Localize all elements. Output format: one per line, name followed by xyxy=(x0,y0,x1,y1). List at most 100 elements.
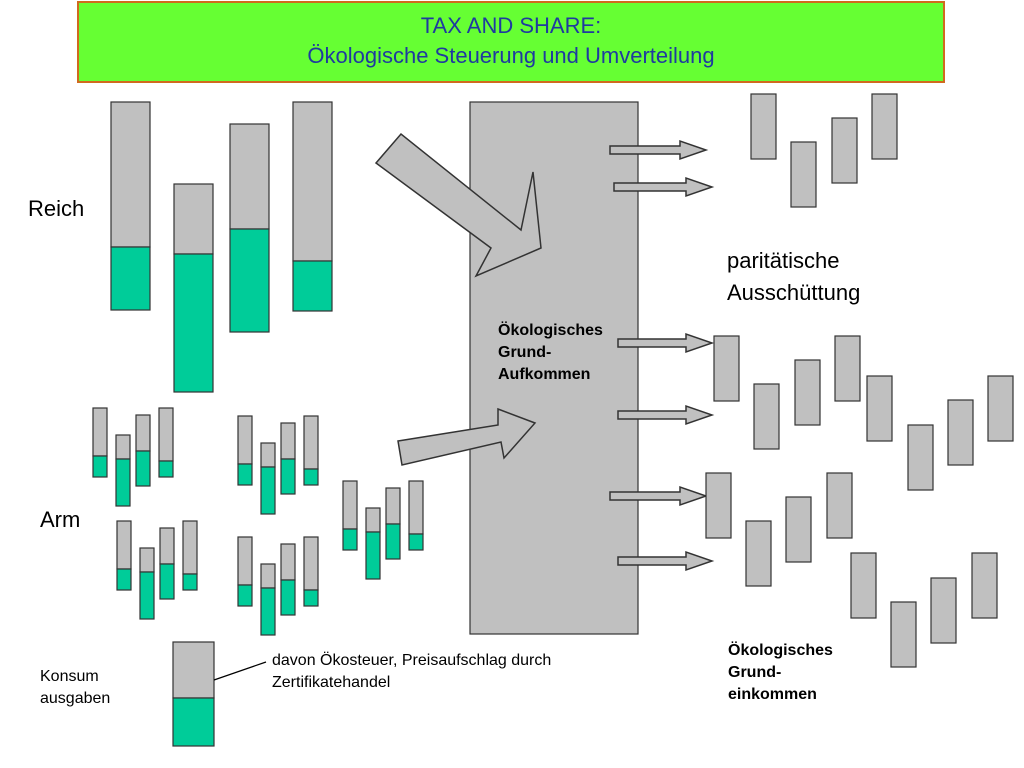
rich-bar-2-gray-part xyxy=(173,183,214,255)
poor-bar-1-1-green-part xyxy=(92,455,108,478)
poor-bar-4-1-green-part xyxy=(237,584,253,607)
payout-bar-13 xyxy=(705,472,732,539)
title-line-1: TAX AND SHARE: xyxy=(420,13,602,38)
poor-bar-4-4-gray-part xyxy=(303,536,319,591)
rich-bar-1-gray-part xyxy=(110,101,151,248)
poor-bar-4-4-green-part xyxy=(303,589,319,607)
poor-bar-2-2-green-part xyxy=(139,571,155,620)
payout-bar-10 xyxy=(907,424,934,491)
title-banner: TAX AND SHARE: Ökologische Steuerung und… xyxy=(77,1,945,83)
poor-bar-4-1-gray-part xyxy=(237,536,253,586)
payout-bar-17 xyxy=(850,552,877,619)
poor-bar-5-1-green-part xyxy=(342,528,358,551)
payout-label-line-1: paritätische xyxy=(727,248,840,273)
title-line-2: Ökologische Steuerung und Umverteilung xyxy=(307,43,715,68)
poor-bar-2-3-gray-part xyxy=(159,527,175,565)
income-label: Ökologisches Grund- einkommen xyxy=(728,640,833,706)
poor-bar-5-3-gray-part xyxy=(385,487,401,525)
payout-arrow-2 xyxy=(613,176,715,198)
rich-bar-3 xyxy=(229,123,270,333)
payout-bar-18 xyxy=(890,601,917,668)
poor-bar-2-2-gray-part xyxy=(139,547,155,573)
legend-note-line-2: Zertifikatehandel xyxy=(272,674,391,691)
poor-bar-5-4-gray-part xyxy=(408,480,424,535)
legend-connector-line xyxy=(213,661,267,681)
rich-bar-3-gray-part xyxy=(229,123,270,230)
pool-label-line-3: Aufkommen xyxy=(498,366,591,383)
poor-bar-4-2-gray-part xyxy=(260,563,276,589)
rich-bar-4-gray-part xyxy=(292,101,333,262)
poor-bar-1-1-gray-part xyxy=(92,407,108,457)
payout-bar-1 xyxy=(750,93,777,160)
legend-bar xyxy=(172,641,215,747)
poor-bar-1-2-gray-part xyxy=(115,434,131,460)
poor-bar-1-3-gray-part xyxy=(135,414,151,452)
payout-bar-12 xyxy=(987,375,1014,442)
poor-bar-1-4-gray-part xyxy=(158,407,174,462)
payout-arrow-3 xyxy=(617,332,715,354)
payout-bar-6 xyxy=(753,383,780,450)
poor-bar-1-2-green-part xyxy=(115,458,131,507)
poor-bar-5-2 xyxy=(365,507,381,580)
poor-bar-3-3-green-part xyxy=(280,458,296,495)
pool-label-line-1: Ökologisches xyxy=(498,322,603,339)
poor-bar-3-1-gray-part xyxy=(237,415,253,465)
pool-label: Ökologisches Grund- Aufkommen xyxy=(498,320,603,386)
poor-bar-4-3-gray-part xyxy=(280,543,296,581)
legend-consumption-line-2: ausgaben xyxy=(40,690,111,707)
poor-label: Arm xyxy=(40,507,81,532)
poor-bar-2-1 xyxy=(116,520,132,591)
payout-bar-9 xyxy=(866,375,893,442)
legend-bar-green-part xyxy=(172,697,215,747)
poor-bar-2-3 xyxy=(159,527,175,600)
poor-bar-4-2-green-part xyxy=(260,587,276,636)
legend-consumption-label: Konsum ausgaben xyxy=(40,666,110,710)
poor-bar-3-3-gray-part xyxy=(280,422,296,460)
payout-bar-11 xyxy=(947,399,974,466)
poor-bar-2-3-green-part xyxy=(159,563,175,600)
poor-bar-5-4-green-part xyxy=(408,533,424,551)
poor-bar-3-4 xyxy=(303,415,319,486)
poor-bar-5-3-green-part xyxy=(385,523,401,560)
payout-bar-16 xyxy=(826,472,853,539)
income-label-line-3: einkommen xyxy=(728,686,817,703)
legend-bar-gray-part xyxy=(172,641,215,699)
poor-bar-3-4-gray-part xyxy=(303,415,319,470)
poor-bar-3-2 xyxy=(260,442,276,515)
payout-label-line-2: Ausschüttung xyxy=(727,280,861,305)
poor-bar-2-4 xyxy=(182,520,198,591)
rich-bar-4-green-part xyxy=(292,260,333,312)
poor-bar-1-2 xyxy=(115,434,131,507)
payout-arrow-4 xyxy=(617,404,715,426)
poor-bar-5-2-green-part xyxy=(365,531,381,580)
payout-bar-14 xyxy=(745,520,772,587)
payout-bar-7 xyxy=(794,359,821,426)
poor-bar-5-2-gray-part xyxy=(365,507,381,533)
payout-arrow-6 xyxy=(617,550,715,572)
pool-label-line-2: Grund- xyxy=(498,344,552,361)
income-label-line-2: Grund- xyxy=(728,664,782,681)
rich-label: Reich xyxy=(28,196,85,221)
income-label-line-1: Ökologisches xyxy=(728,642,833,659)
legend-note-line-1: davon Ökosteuer, Preisaufschlag durch xyxy=(272,652,552,669)
poor-bar-5-3 xyxy=(385,487,401,560)
poor-bar-5-1-gray-part xyxy=(342,480,358,530)
poor-bar-4-3 xyxy=(280,543,296,616)
poor-bar-4-4 xyxy=(303,536,319,607)
rich-bar-4 xyxy=(292,101,333,312)
poor-bar-3-2-green-part xyxy=(260,466,276,515)
poor-bar-3-2-gray-part xyxy=(260,442,276,468)
payout-bar-4 xyxy=(871,93,898,160)
rich-bar-2 xyxy=(173,183,214,393)
poor-bar-1-1 xyxy=(92,407,108,478)
payout-bar-8 xyxy=(834,335,861,402)
poor-bar-2-2 xyxy=(139,547,155,620)
payout-bar-2 xyxy=(790,141,817,208)
poor-bar-4-3-green-part xyxy=(280,579,296,616)
legend-consumption-line-1: Konsum xyxy=(40,668,99,685)
payout-label: paritätische Ausschüttung xyxy=(727,245,860,309)
eco-revenue-pool xyxy=(469,101,639,635)
rich-bar-1-green-part xyxy=(110,246,151,311)
payout-bar-5 xyxy=(713,335,740,402)
payout-bar-15 xyxy=(785,496,812,563)
